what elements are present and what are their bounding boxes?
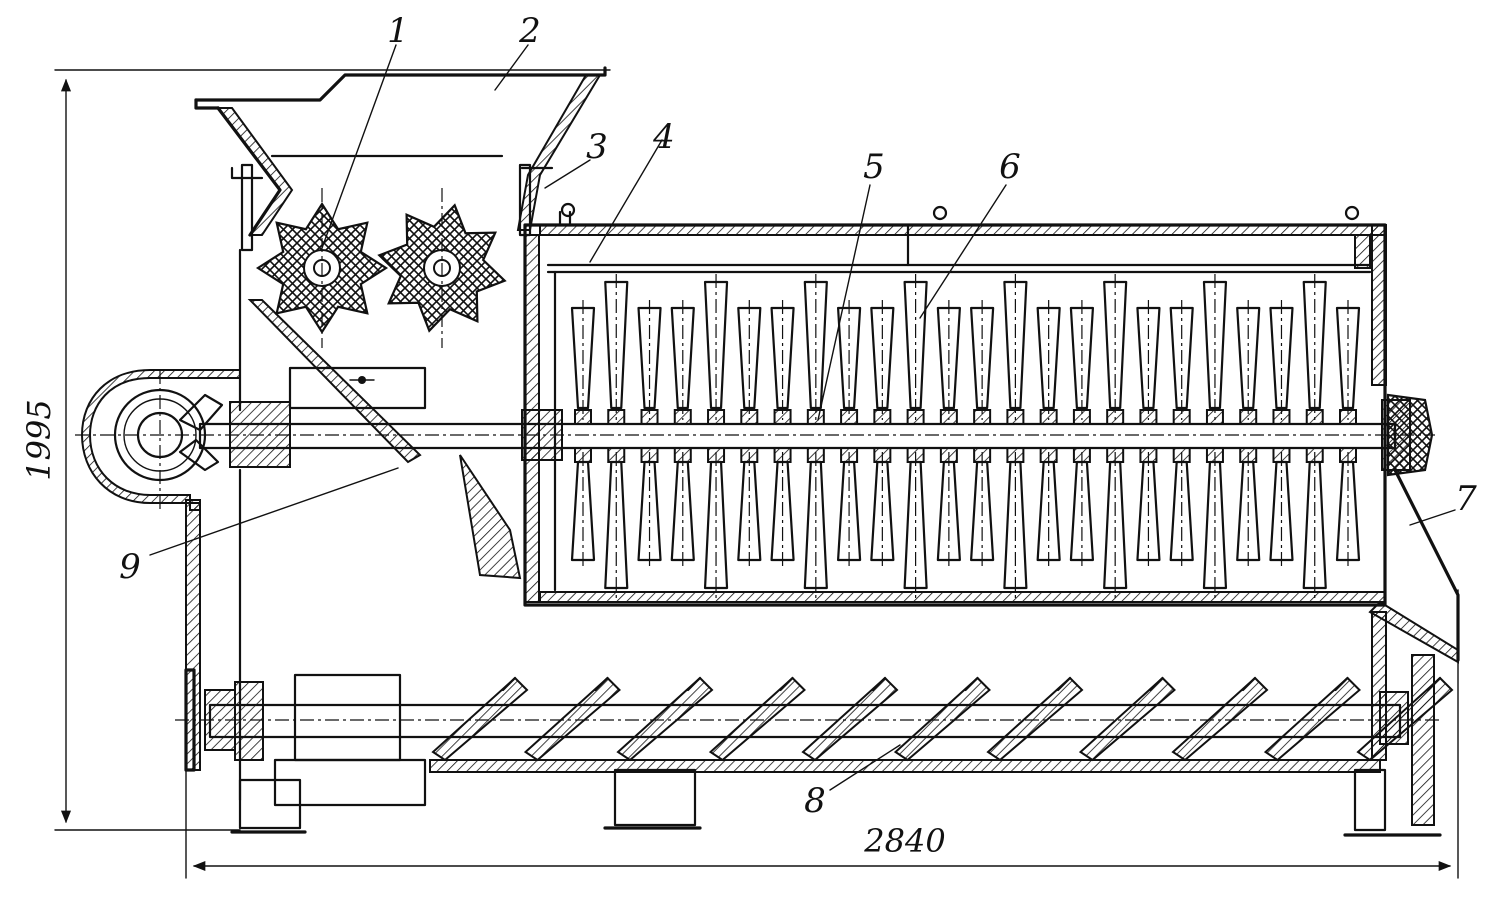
auger-flight (616, 676, 714, 762)
callout-1: 1 (387, 11, 409, 51)
beater (936, 300, 961, 570)
auger-flight (986, 676, 1084, 762)
beater-chamber (523, 202, 1387, 607)
callout-7: 7 (1455, 479, 1477, 519)
beater (970, 300, 995, 570)
beater (570, 300, 596, 570)
breaker-roller (377, 188, 507, 348)
callout-2: 2 (518, 11, 541, 51)
beater (1302, 274, 1327, 598)
auger-flight (523, 676, 621, 762)
feed-chute (238, 248, 522, 802)
length-dimension-value: 2840 (863, 822, 945, 860)
auger-flight (1078, 676, 1176, 762)
beater (870, 300, 895, 570)
auger-flight (1171, 676, 1269, 762)
beater (1136, 300, 1161, 570)
beater (637, 300, 662, 570)
beater (803, 274, 828, 598)
beater (1069, 300, 1095, 570)
beater (1003, 274, 1028, 598)
auger-flight (893, 676, 991, 762)
beater (703, 274, 729, 598)
callout-5: 5 (863, 147, 885, 187)
auger-flights (431, 676, 1454, 762)
auger-flight (708, 676, 806, 762)
discharge-chute (1368, 468, 1460, 664)
beater (903, 274, 928, 598)
breaker-roller (255, 188, 389, 348)
beater (1103, 274, 1128, 598)
height-dimension-value: 1995 (20, 399, 58, 480)
leader-lines (149, 44, 1456, 791)
auger-flight (1356, 676, 1454, 762)
length-dimension: 2840 (185, 519, 1459, 879)
beater (1169, 300, 1194, 570)
hopper (194, 66, 607, 252)
auger-flight (801, 676, 899, 762)
beater (737, 300, 762, 570)
beater (1335, 300, 1361, 570)
auger-flight (431, 676, 529, 762)
beater (1236, 300, 1261, 570)
beater (1202, 274, 1228, 598)
auger-flight (1263, 676, 1361, 762)
beater (770, 300, 795, 570)
callout-3: 3 (586, 127, 608, 167)
beater (670, 300, 695, 570)
callout-8: 8 (804, 781, 826, 821)
height-dimension: 1995 (20, 69, 611, 831)
callout-9: 9 (119, 547, 141, 587)
beater (1269, 300, 1294, 570)
beater (604, 274, 629, 598)
beater (836, 300, 862, 570)
callout-6: 6 (999, 147, 1021, 187)
callout-4: 4 (652, 117, 675, 157)
beater (1036, 300, 1061, 570)
beaters (570, 274, 1361, 598)
breaker-rollers (255, 188, 507, 348)
